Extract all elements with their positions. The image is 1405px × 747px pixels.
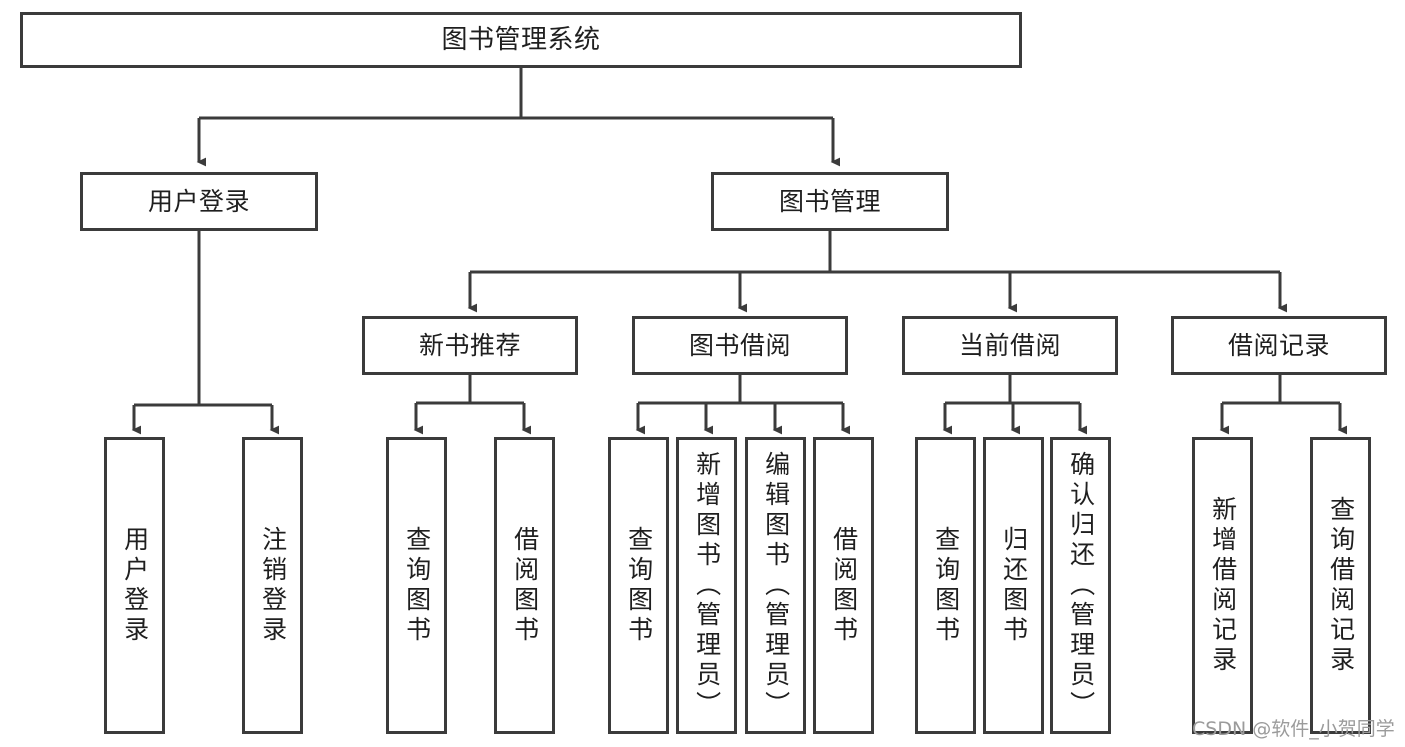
leaf-current-borrow-confirm[interactable]: 确认归还（管理员） bbox=[1050, 437, 1111, 734]
node-book-management[interactable]: 图书管理 bbox=[711, 172, 949, 231]
node-book-borrow[interactable]: 图书借阅 bbox=[632, 316, 848, 375]
leaf-book-borrow-add[interactable]: 新增图书（管理员） bbox=[676, 437, 737, 734]
node-user-login[interactable]: 用户登录 bbox=[80, 172, 318, 231]
leaf-user-login-signin[interactable]: 用户登录 bbox=[104, 437, 165, 734]
leaf-book-borrow-borrow-label: 借阅图书 bbox=[829, 525, 859, 646]
node-borrow-record-label: 借阅记录 bbox=[1227, 330, 1330, 360]
leaf-book-borrow-edit[interactable]: 编辑图书（管理员） bbox=[745, 437, 806, 734]
node-current-borrow[interactable]: 当前借阅 bbox=[902, 316, 1118, 375]
leaf-user-login-signin-label: 用户登录 bbox=[120, 525, 150, 646]
leaf-book-borrow-query[interactable]: 查询图书 bbox=[608, 437, 669, 734]
node-book-borrow-label: 图书借阅 bbox=[688, 330, 791, 360]
leaf-user-login-signout-label: 注销登录 bbox=[258, 525, 288, 646]
leaf-borrow-record-query[interactable]: 查询借阅记录 bbox=[1310, 437, 1371, 734]
watermark: CSDN @软件_小贺同学 bbox=[1192, 718, 1395, 740]
node-book-management-label: 图书管理 bbox=[778, 186, 881, 216]
leaf-borrow-record-query-label: 查询借阅记录 bbox=[1326, 495, 1356, 676]
leaf-new-book-query-label: 查询图书 bbox=[402, 525, 432, 646]
leaf-user-login-signout[interactable]: 注销登录 bbox=[242, 437, 303, 734]
leaf-book-borrow-query-label: 查询图书 bbox=[624, 525, 654, 646]
node-current-borrow-label: 当前借阅 bbox=[958, 330, 1061, 360]
node-root[interactable]: 图书管理系统 bbox=[20, 12, 1022, 68]
leaf-current-borrow-confirm-label: 确认归还（管理员） bbox=[1066, 450, 1096, 721]
node-borrow-record[interactable]: 借阅记录 bbox=[1171, 316, 1387, 375]
leaf-new-book-borrow[interactable]: 借阅图书 bbox=[494, 437, 555, 734]
leaf-borrow-record-add[interactable]: 新增借阅记录 bbox=[1192, 437, 1253, 734]
leaf-book-borrow-add-label: 新增图书（管理员） bbox=[692, 450, 722, 721]
leaf-current-borrow-return-label: 归还图书 bbox=[999, 525, 1029, 646]
node-root-label: 图书管理系统 bbox=[441, 24, 601, 55]
node-new-book-recommend-label: 新书推荐 bbox=[418, 330, 521, 360]
leaf-new-book-query[interactable]: 查询图书 bbox=[386, 437, 447, 734]
leaf-book-borrow-edit-label: 编辑图书（管理员） bbox=[761, 450, 791, 721]
leaf-current-borrow-query[interactable]: 查询图书 bbox=[915, 437, 976, 734]
leaf-book-borrow-borrow[interactable]: 借阅图书 bbox=[813, 437, 874, 734]
leaf-borrow-record-add-label: 新增借阅记录 bbox=[1208, 495, 1238, 676]
leaf-new-book-borrow-label: 借阅图书 bbox=[510, 525, 540, 646]
leaf-current-borrow-return[interactable]: 归还图书 bbox=[983, 437, 1044, 734]
node-new-book-recommend[interactable]: 新书推荐 bbox=[362, 316, 578, 375]
node-user-login-label: 用户登录 bbox=[147, 186, 250, 216]
leaf-current-borrow-query-label: 查询图书 bbox=[931, 525, 961, 646]
